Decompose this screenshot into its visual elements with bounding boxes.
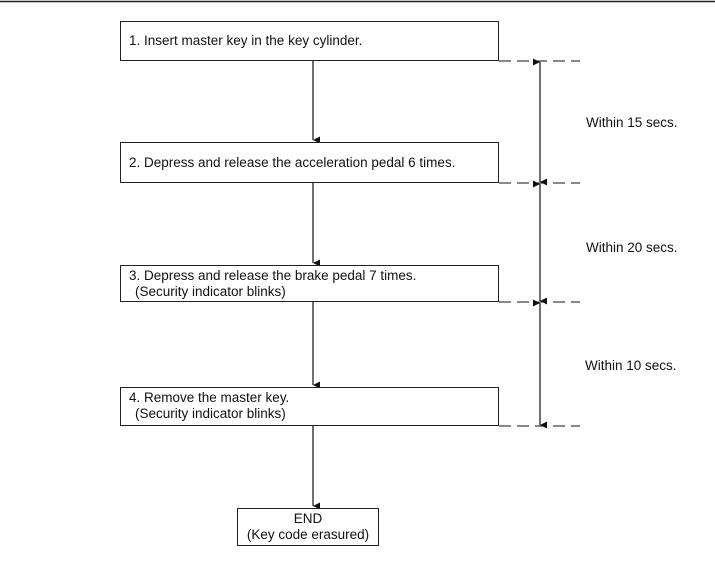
end-box: END (Key code erasured) [237,508,379,546]
step-1-box: 1. Insert master key in the key cylinder… [120,21,499,61]
step-3-note: (Security indicator blinks) [135,284,286,299]
step-3-text: 3. Depress and release the brake pedal 7… [129,268,417,283]
step-3-box: 3. Depress and release the brake pedal 7… [120,265,499,302]
end-note: (Key code erasured) [246,527,370,542]
timing-label-2: Within 20 secs. [586,240,678,255]
step-4-note: (Security indicator blinks) [135,406,286,421]
step-2-text: 2. Depress and release the acceleration … [129,155,456,170]
step-2-box: 2. Depress and release the acceleration … [120,142,499,183]
step-4-text: 4. Remove the master key. [129,390,290,405]
timing-label-3: Within 10 secs. [585,358,677,373]
timing-label-1: Within 15 secs. [586,115,678,130]
end-title: END [293,511,323,526]
step-4-box: 4. Remove the master key. (Security indi… [120,387,499,426]
step-1-text: 1. Insert master key in the key cylinder… [129,33,363,48]
